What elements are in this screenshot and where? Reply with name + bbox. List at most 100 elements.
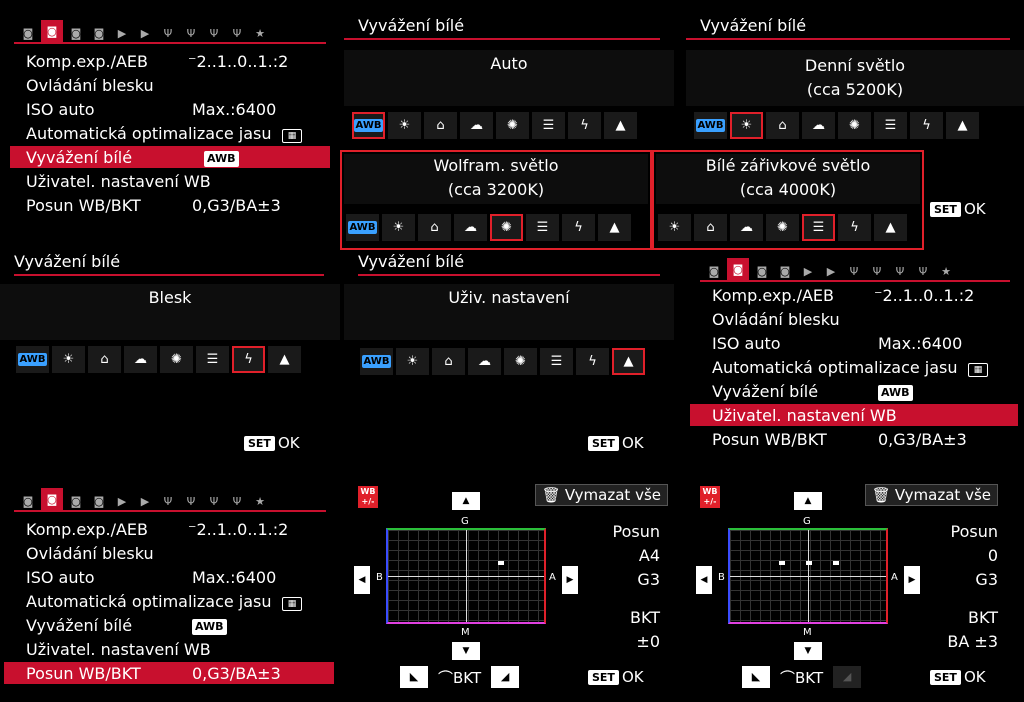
wb-tungsten-icon[interactable]: ✺ — [490, 214, 523, 241]
tab-wrench-1[interactable]: Ψ — [849, 264, 859, 278]
tab-camera-1[interactable]: ◙ — [22, 26, 34, 40]
tab-wrench-4[interactable]: Ψ — [232, 26, 242, 40]
wb-auto-icon[interactable]: AWB — [352, 112, 385, 139]
wb-tungsten-icon[interactable]: ✺ — [766, 214, 799, 241]
wb-tungsten-icon[interactable]: ✺ — [496, 112, 529, 139]
wb-fluorescent-icon[interactable]: ☰ — [540, 348, 573, 375]
wb-shade-icon[interactable]: ⌂ — [424, 112, 457, 139]
wb-shade-icon[interactable]: ⌂ — [694, 214, 727, 241]
menu-item-flash-control[interactable]: Ovládání blesku — [26, 543, 154, 563]
tab-wrench-2[interactable]: Ψ — [186, 26, 196, 40]
tab-wrench-1[interactable]: Ψ — [163, 26, 173, 40]
wb-custom-icon[interactable]: ▲ — [604, 112, 637, 139]
up-arrow-button[interactable]: ▲ — [794, 492, 822, 510]
wb-daylight-icon[interactable]: ☀ — [388, 112, 421, 139]
tab-play-2[interactable]: ▶ — [140, 26, 150, 40]
tab-play-2[interactable]: ▶ — [140, 494, 150, 508]
menu-item-flash-control[interactable]: Ovládání blesku — [712, 309, 840, 329]
bkt-left-button[interactable]: ◣ — [742, 666, 770, 688]
wb-flash-icon[interactable]: ϟ — [562, 214, 595, 241]
wb-shade-icon[interactable]: ⌂ — [766, 112, 799, 139]
menu-item-exp-comp[interactable]: Komp.exp./AEB⁻2..1..0..1.:2 — [712, 285, 975, 305]
wb-cloudy-icon[interactable]: ☁ — [730, 214, 763, 241]
wb-fluorescent-icon[interactable]: ☰ — [874, 112, 907, 139]
tab-star[interactable]: ★ — [255, 494, 265, 508]
menu-item-alo[interactable]: Automatická optimalizace jasu▦ — [696, 356, 1014, 378]
wb-auto-icon[interactable]: AWB — [346, 214, 379, 241]
tab-wrench-3[interactable]: Ψ — [895, 264, 905, 278]
tab-camera-1[interactable]: ◙ — [708, 264, 720, 278]
wb-auto-icon[interactable]: AWB — [360, 348, 393, 375]
tab-wrench-4[interactable]: Ψ — [918, 264, 928, 278]
tab-camera-4[interactable]: ◙ — [93, 494, 105, 508]
wb-cloudy-icon[interactable]: ☁ — [802, 112, 835, 139]
wb-flash-icon[interactable]: ϟ — [568, 112, 601, 139]
clear-all-button[interactable]: 🗑Vymazat vše — [534, 484, 668, 506]
wb-cloudy-icon[interactable]: ☁ — [468, 348, 501, 375]
wb-custom-icon[interactable]: ▲ — [598, 214, 631, 241]
tab-play-1[interactable]: ▶ — [117, 26, 127, 40]
wb-tungsten-icon[interactable]: ✺ — [838, 112, 871, 139]
wb-fluorescent-icon[interactable]: ☰ — [526, 214, 559, 241]
menu-item-flash-control[interactable]: Ovládání blesku — [26, 75, 154, 95]
menu-item-alo[interactable]: Automatická optimalizace jasu▦ — [10, 122, 330, 144]
wb-auto-icon[interactable]: AWB — [16, 346, 49, 373]
tab-camera-1[interactable]: ◙ — [22, 494, 34, 508]
wb-shade-icon[interactable]: ⌂ — [432, 348, 465, 375]
wb-flash-icon[interactable]: ϟ — [838, 214, 871, 241]
wb-custom-icon[interactable]: ▲ — [874, 214, 907, 241]
wb-custom-icon[interactable]: ▲ — [612, 348, 645, 375]
wb-shade-icon[interactable]: ⌂ — [88, 346, 121, 373]
wb-daylight-icon[interactable]: ☀ — [382, 214, 415, 241]
menu-item-custom-wb[interactable]: Uživatel. nastavení WB — [690, 404, 1018, 426]
wb-custom-icon[interactable]: ▲ — [946, 112, 979, 139]
wb-custom-icon[interactable]: ▲ — [268, 346, 301, 373]
menu-item-custom-wb[interactable]: Uživatel. nastavení WB — [26, 171, 211, 191]
tab-star[interactable]: ★ — [941, 264, 951, 278]
tab-camera-3[interactable]: ◙ — [70, 494, 82, 508]
tab-star[interactable]: ★ — [255, 26, 265, 40]
tab-camera-4[interactable]: ◙ — [93, 26, 105, 40]
tab-wrench-2[interactable]: Ψ — [186, 494, 196, 508]
wb-cloudy-icon[interactable]: ☁ — [124, 346, 157, 373]
wb-shift-grid[interactable] — [728, 528, 888, 624]
bkt-left-button[interactable]: ◣ — [400, 666, 428, 688]
wb-cloudy-icon[interactable]: ☁ — [460, 112, 493, 139]
menu-item-exp-comp[interactable]: Komp.exp./AEB⁻2..1..0..1.:2 — [26, 519, 289, 539]
tab-wrench-3[interactable]: Ψ — [209, 26, 219, 40]
wb-daylight-icon[interactable]: ☀ — [730, 112, 763, 139]
wb-fluorescent-icon[interactable]: ☰ — [802, 214, 835, 241]
menu-item-custom-wb[interactable]: Uživatel. nastavení WB — [26, 639, 211, 659]
wb-daylight-icon[interactable]: ☀ — [52, 346, 85, 373]
bkt-right-button[interactable]: ◢ — [833, 666, 862, 688]
wb-flash-icon[interactable]: ϟ — [910, 112, 943, 139]
clear-all-button[interactable]: 🗑Vymazat vše — [864, 484, 998, 506]
wb-auto-icon[interactable]: AWB — [694, 112, 727, 139]
wb-flash-icon[interactable]: ϟ — [576, 348, 609, 375]
wb-tungsten-icon[interactable]: ✺ — [160, 346, 193, 373]
tab-camera-4[interactable]: ◙ — [779, 264, 791, 278]
bkt-right-button[interactable]: ◢ — [491, 666, 520, 688]
tab-play-2[interactable]: ▶ — [826, 264, 836, 278]
wb-fluorescent-icon[interactable]: ☰ — [196, 346, 229, 373]
tab-camera-2[interactable]: ◙ — [41, 20, 63, 42]
down-arrow-button[interactable]: ▼ — [452, 642, 480, 660]
wb-flash-icon[interactable]: ϟ — [232, 346, 265, 373]
tab-camera-2[interactable]: ◙ — [41, 488, 63, 510]
tab-camera-2[interactable]: ◙ — [727, 258, 749, 280]
tab-wrench-4[interactable]: Ψ — [232, 494, 242, 508]
left-arrow-button[interactable]: ◀ — [696, 566, 712, 594]
wb-fluorescent-icon[interactable]: ☰ — [532, 112, 565, 139]
